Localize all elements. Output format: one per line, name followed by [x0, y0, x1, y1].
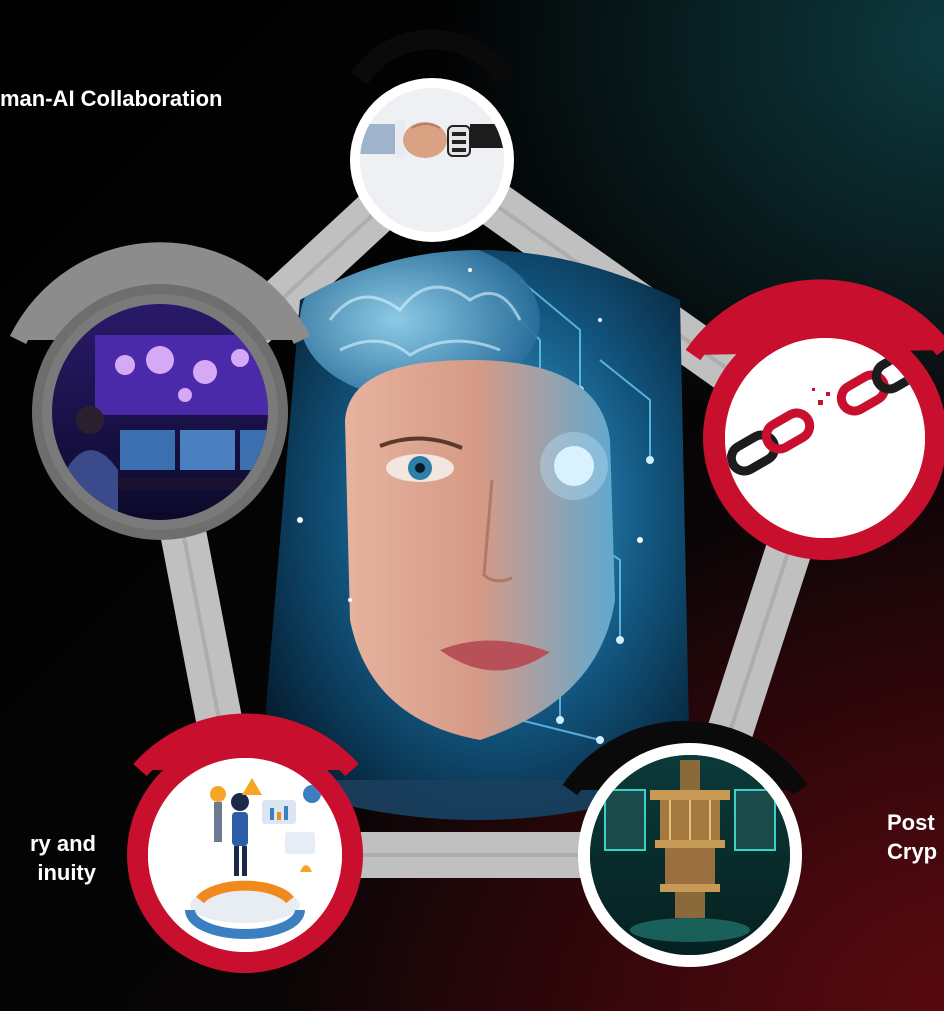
robot-human-fist-bump-icon	[360, 88, 504, 232]
recovery-workflow-icon	[148, 758, 342, 952]
label-recovery-continuity: ry and inuity	[0, 829, 96, 887]
node-top-accent-arc	[350, 29, 514, 85]
label-recovery-line-1: ry and	[29, 831, 96, 856]
label-pq-line-2: Cryp	[887, 839, 938, 865]
broken-chain-icon	[725, 338, 925, 538]
label-human-ai-collaboration: man-AI Collaboration	[0, 86, 223, 111]
node-right	[685, 279, 944, 560]
node-bottom-left	[127, 713, 363, 973]
quantum-computer-icon	[590, 755, 790, 955]
node-bottom-right	[562, 720, 808, 967]
label-pq-line-1: Post	[887, 810, 935, 835]
node-top	[350, 29, 514, 242]
node-left	[9, 242, 311, 540]
label-recovery-line-2: inuity	[37, 860, 96, 886]
label-post-quantum-crypto: Post Cryp	[887, 808, 944, 866]
